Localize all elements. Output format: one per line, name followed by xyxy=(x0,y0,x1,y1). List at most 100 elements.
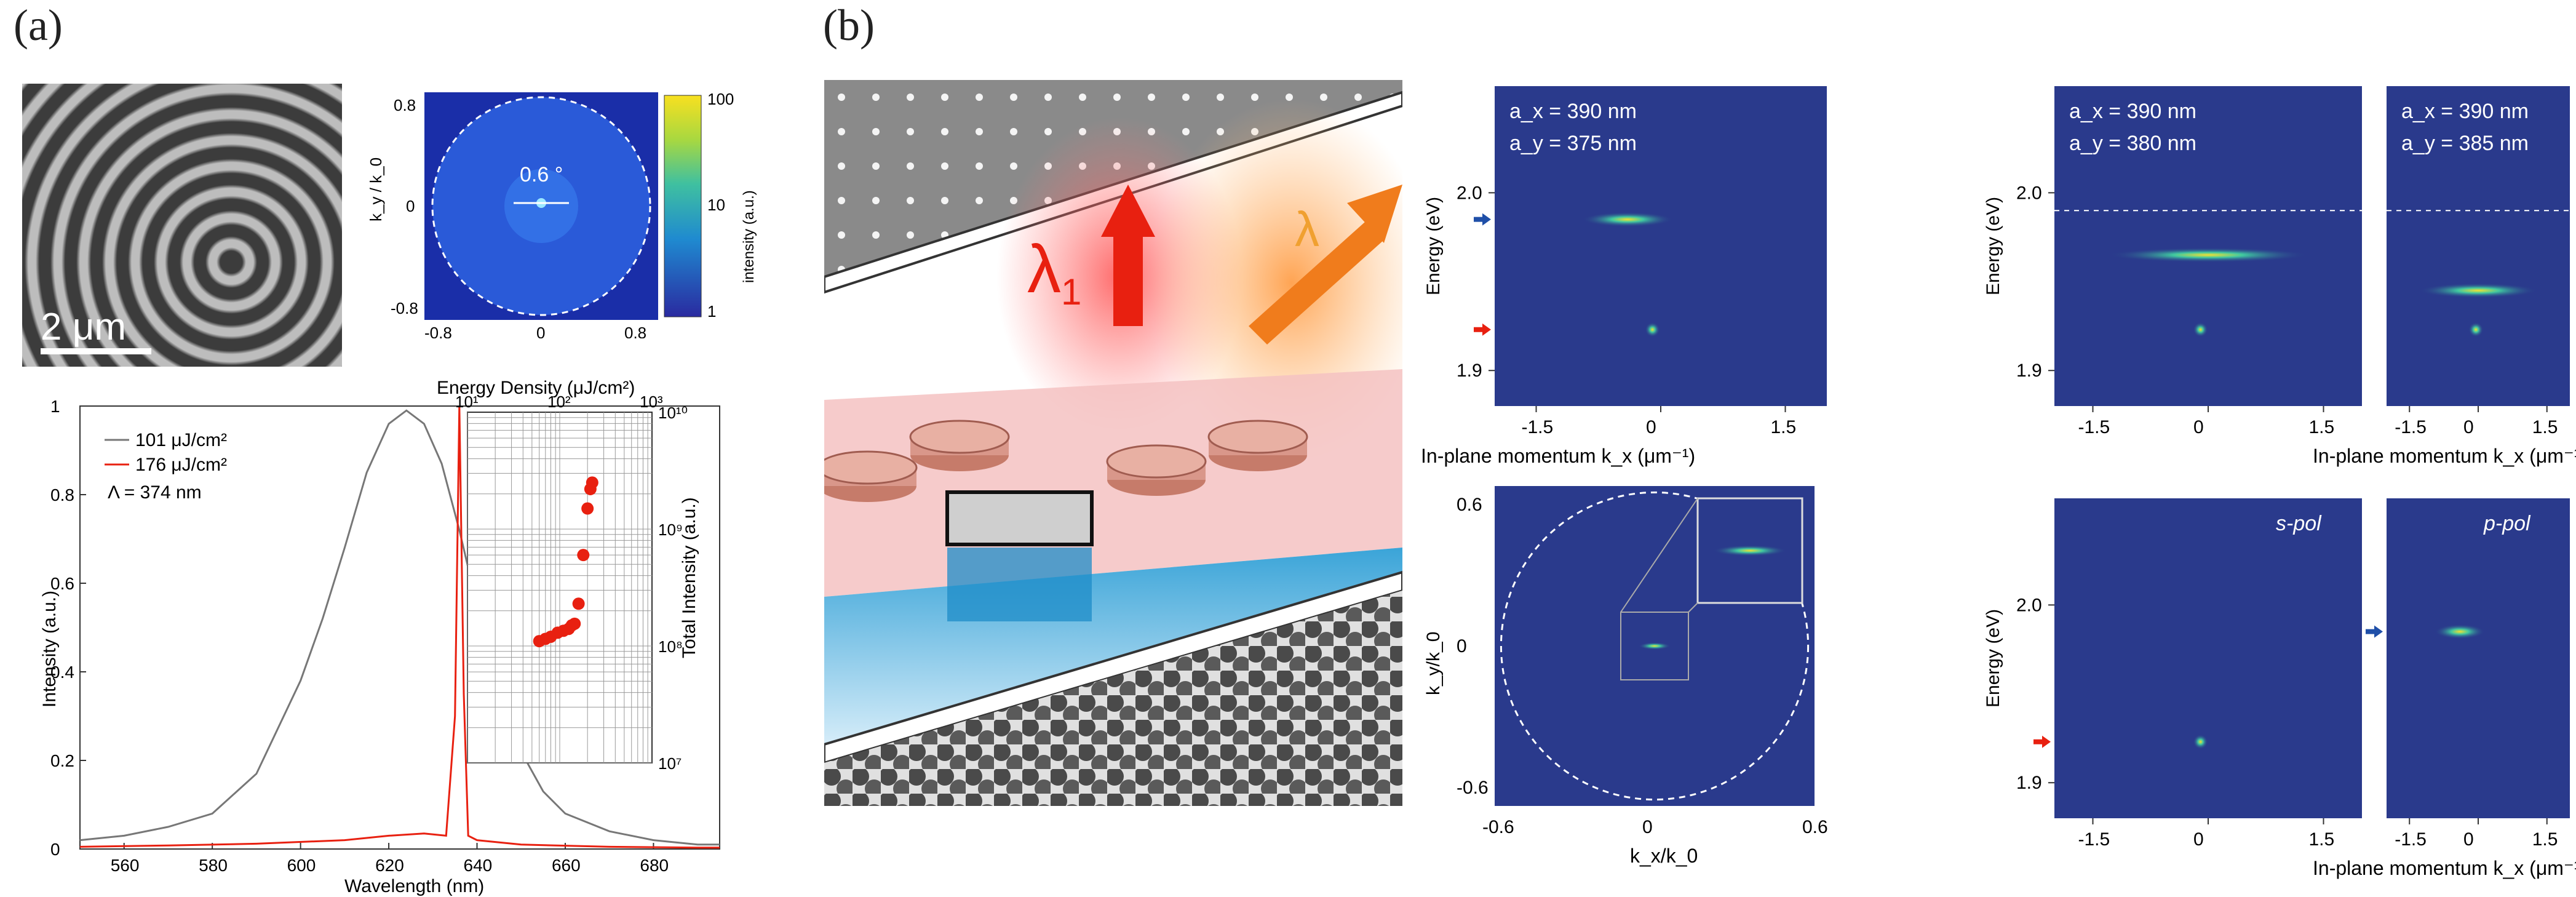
zoom-line xyxy=(1620,498,1698,613)
x-tick-label: 1.5 xyxy=(2309,417,2335,437)
farfield-xtick: -0.8 xyxy=(424,324,452,338)
colorbar-tick: 1 xyxy=(707,302,716,321)
blue-arrow-marker xyxy=(2366,625,2383,638)
heatmap-feature xyxy=(1581,212,1674,227)
legend-entry-176: 176 μJ/cm² xyxy=(135,455,227,475)
x-tick-label: 1.5 xyxy=(2532,829,2558,850)
heatmap-annotation: a_x = 390 nm xyxy=(1509,100,1637,123)
y-tick-label: 1.9 xyxy=(1457,361,1482,381)
zoom-box xyxy=(1620,612,1689,680)
orange-emission-arrow xyxy=(1249,185,1402,345)
colorbar xyxy=(664,95,702,317)
heatmap-background xyxy=(2054,86,2362,406)
x-tick-label: -1.5 xyxy=(2078,829,2110,850)
heatmap-ylabel: Energy (eV) xyxy=(1423,197,1444,295)
x-tick-label: 1.5 xyxy=(1771,417,1797,437)
inset-y-tick-label: 10¹⁰ xyxy=(658,404,688,422)
heatmap-feature xyxy=(2468,322,2484,337)
x-tick-label: 660 xyxy=(552,856,581,875)
heatmap-background xyxy=(2054,498,2362,818)
heatmap-annotation: a_x = 390 nm xyxy=(2401,100,2529,123)
heatmap-feature xyxy=(2193,734,2208,749)
farfield-ytick: 0.8 xyxy=(394,96,416,114)
x-tick-label: 0 xyxy=(2463,829,2474,850)
zoom-line xyxy=(1688,602,1698,613)
y-tick-label: 0.8 xyxy=(50,485,74,504)
x-tick-label: 1.5 xyxy=(2532,417,2558,437)
heatmap-panel: p-pol -1.5 0 1.5In-plane momentum k_x (μm⁻¹… xyxy=(2313,498,2576,879)
farfield-ytick: 0 xyxy=(406,197,415,215)
heatmap-annotation: p-pol xyxy=(2483,512,2531,535)
cross-section-block xyxy=(945,490,1094,546)
x-tick-label: 600 xyxy=(287,856,316,875)
sem-image: 2 μm xyxy=(22,84,342,367)
inset-y-tick-label: 10⁷ xyxy=(658,754,682,773)
heatmap-feature xyxy=(1713,545,1787,556)
colorbar-tick: 100 xyxy=(707,90,734,108)
y-tick-label: 0.6 xyxy=(50,574,74,593)
y-tick-label: 0 xyxy=(50,840,60,859)
x-tick-label: 680 xyxy=(640,856,669,875)
inset-x-tick-label: 10² xyxy=(547,393,571,411)
lattice-annotation: Λ = 374 nm xyxy=(108,482,202,503)
dashed-circle xyxy=(1500,491,1810,801)
heatmap-xlabel: In-plane momentum k_x (μm⁻¹) xyxy=(1421,445,1695,467)
y-tick-label: 1 xyxy=(50,397,60,416)
y-tick-label: 0.4 xyxy=(50,663,74,682)
x-tick-label: 0 xyxy=(1646,417,1656,437)
farfield-map: 0.6 ° k_y / k_0 0.8 0 -0.8 -0.8 0 0.8 10… xyxy=(367,90,757,338)
y-tick-label: 1.9 xyxy=(2016,361,2042,381)
lambda1-label: λ1 xyxy=(1027,231,1081,313)
schematic-3d: λ1 λ xyxy=(824,80,1402,806)
nanopillar xyxy=(1106,444,1207,496)
heatmap-feature xyxy=(1639,642,1671,650)
heatmap-xlabel: k_x/k_0 xyxy=(1630,845,1698,867)
heatmap-annotation: a_y = 385 nm xyxy=(2401,132,2529,155)
panel-label-b: (b) xyxy=(823,1,875,50)
farfield-ytick: -0.8 xyxy=(391,299,418,317)
nanopillar xyxy=(824,450,918,502)
colorbar-label: intensity (a.u.) xyxy=(741,190,757,283)
inset-point xyxy=(577,549,590,562)
x-tick-label: 640 xyxy=(464,856,493,875)
heatmap-xlabel: In-plane momentum k_x (μm⁻¹) xyxy=(2313,857,2576,879)
scale-bar xyxy=(41,348,151,354)
heatmap-annotation: a_y = 380 nm xyxy=(2069,132,2196,155)
x-tick-label: 580 xyxy=(199,856,228,875)
x-tick-label: 0.6 xyxy=(1802,817,1828,837)
spectrum-ylabel: Intensity (a.u.) xyxy=(39,591,60,708)
x-tick-label: 0 xyxy=(2193,417,2204,437)
y-tick-label: -0.6 xyxy=(1457,778,1489,798)
farfield-xtick: 0 xyxy=(536,324,545,338)
heatmap-annotation: a_y = 375 nm xyxy=(1509,132,1637,155)
inset-xlabel: Energy Density (μJ/cm²) xyxy=(437,378,635,398)
inset-y-tick-label: 10⁹ xyxy=(658,520,683,539)
heatmap-background xyxy=(2387,86,2570,406)
nanopillar xyxy=(1207,420,1308,471)
y-tick-label: 0 xyxy=(1457,636,1467,656)
y-tick-label: 0.2 xyxy=(50,751,74,770)
heatmap-ylabel: k_y/k_0 xyxy=(1423,632,1444,695)
inset-point xyxy=(572,597,585,610)
nanopillar xyxy=(909,420,1010,471)
heatmap-ylabel: Energy (eV) xyxy=(1983,197,2003,295)
colorbar-tick: 10 xyxy=(707,196,725,214)
lambda2-label: λ xyxy=(1295,202,1319,257)
tem-nanocrystals xyxy=(824,591,1402,806)
y-tick-label: 0.6 xyxy=(1457,495,1482,515)
inset-point xyxy=(586,476,598,489)
red-arrow-marker xyxy=(2033,735,2051,748)
farfield-angle-label: 0.6 ° xyxy=(520,163,563,186)
scale-bar-label: 2 μm xyxy=(41,306,127,348)
heatmap-feature xyxy=(1645,322,1660,337)
heatmap-annotation: a_x = 390 nm xyxy=(2069,100,2196,123)
legend-entry-101: 101 μJ/cm² xyxy=(135,430,227,450)
x-tick-label: -1.5 xyxy=(2395,829,2427,850)
y-tick-label: 2.0 xyxy=(2016,183,2042,203)
heatmap-feature xyxy=(2193,322,2208,337)
heatmap-ylabel: Energy (eV) xyxy=(1983,609,2003,708)
x-tick-label: -0.6 xyxy=(1482,817,1514,837)
